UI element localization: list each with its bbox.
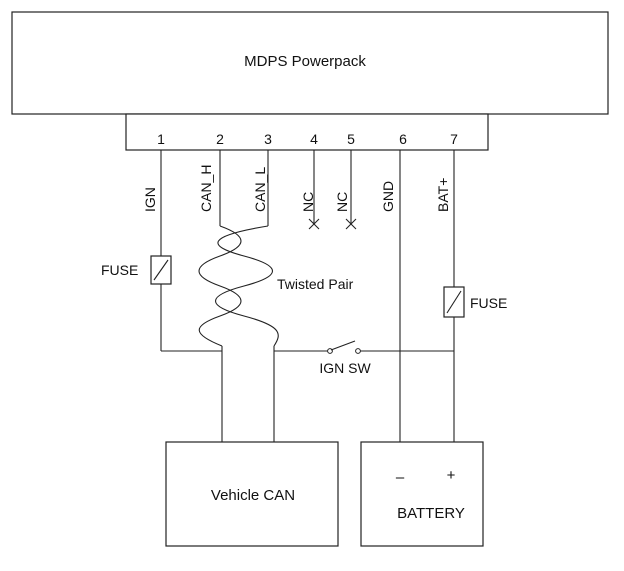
battery-plus-label: + xyxy=(447,467,456,484)
pin-number-2: 2 xyxy=(216,131,224,147)
battery-box xyxy=(360,441,484,547)
vehicle-can-box xyxy=(165,441,339,547)
twisted-pair-label: Twisted Pair xyxy=(277,276,354,292)
powerpack: MDPS Powerpack xyxy=(11,11,609,115)
connector: 1 2 3 4 5 6 7 xyxy=(125,113,489,151)
signal-label-ign: IGN xyxy=(142,187,158,212)
vehicle-can: Vehicle CAN xyxy=(165,441,339,547)
connector-box xyxy=(125,113,489,151)
signal-label-nc-5: NC xyxy=(334,192,350,212)
pin-number-6: 6 xyxy=(399,131,407,147)
battery-minus-label: – xyxy=(396,469,405,486)
pin-number-4: 4 xyxy=(310,131,318,147)
signal-label-bat-plus: BAT+ xyxy=(435,178,451,212)
signal-label-gnd: GND xyxy=(380,181,396,212)
signal-label-can-l: CAN_L xyxy=(252,167,268,212)
powerpack-title: MDPS Powerpack xyxy=(244,53,366,70)
can-wires xyxy=(198,150,279,442)
ign-wire xyxy=(160,150,222,352)
fuse-right-label: FUSE xyxy=(470,295,507,311)
powerpack-box xyxy=(11,11,609,115)
pin-number-3: 3 xyxy=(264,131,272,147)
nc-terminator-icon xyxy=(308,218,357,230)
battery-label: BATTERY xyxy=(397,505,465,522)
pin-number-7: 7 xyxy=(450,131,458,147)
battery: – + BATTERY xyxy=(360,441,484,547)
fuse-left-label: FUSE xyxy=(101,262,138,278)
pin-number-5: 5 xyxy=(347,131,355,147)
signal-labels: IGN CAN_H CAN_L NC NC GND BAT+ xyxy=(142,165,451,212)
pin-number-1: 1 xyxy=(157,131,165,147)
signal-label-can-h: CAN_H xyxy=(198,165,214,212)
vehicle-can-label: Vehicle CAN xyxy=(211,487,295,504)
nc-wires xyxy=(313,150,352,224)
ign-switch-icon xyxy=(327,340,361,354)
fuse-left-icon xyxy=(150,255,172,285)
ign-switch-label: IGN SW xyxy=(319,360,371,376)
signal-label-nc-4: NC xyxy=(300,192,316,212)
fuse-right-icon xyxy=(443,286,465,318)
